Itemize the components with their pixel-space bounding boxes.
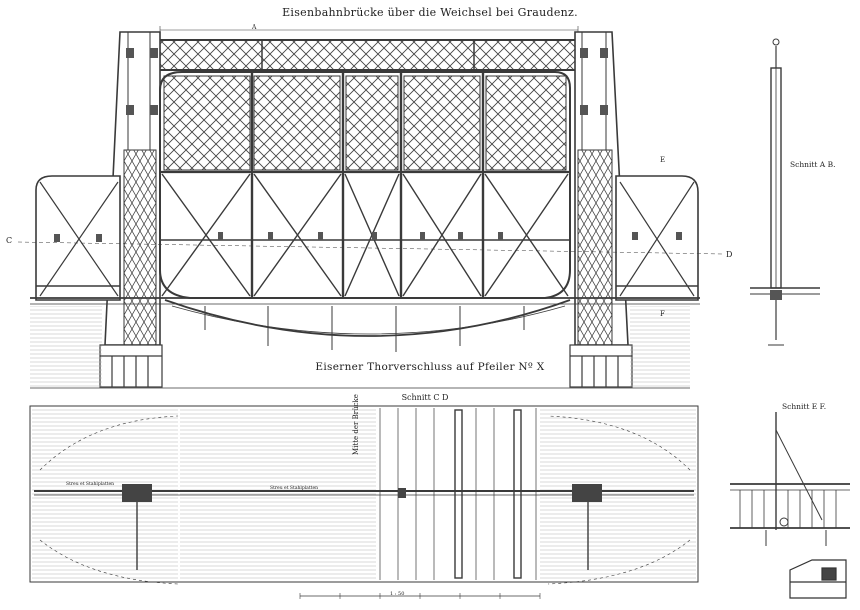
marker-c: C <box>6 236 13 245</box>
section-cd-label: Schnitt C D <box>401 393 449 402</box>
section-ab-view <box>750 38 820 346</box>
section-ef-label: Schnitt E F. <box>782 402 827 411</box>
drawing-subtitle: Eiserner Thorverschluss auf Pfeiler Nº X <box>315 361 545 373</box>
beam-label-mid: Streu et Stahlplatten <box>270 486 319 491</box>
scale-label: 1 : 50 <box>390 591 405 597</box>
drawing-title: Eisenbahnbrücke über die Weichsel bei Gr… <box>282 6 578 19</box>
section-ab-label: Schnitt A B. <box>790 160 836 169</box>
section-cd-view <box>29 405 699 599</box>
marker-d: D <box>726 250 733 259</box>
section-ef-view <box>730 412 850 546</box>
elevation-view <box>17 26 723 389</box>
marker-e: E <box>660 156 666 164</box>
centre-label: Mitte der Brücke <box>352 394 360 455</box>
pier-sketch-icon <box>789 559 847 599</box>
marker-a: A <box>252 24 257 31</box>
marker-f: F <box>660 310 665 318</box>
beam-label-left: Streu et Stahlplatten <box>66 482 115 487</box>
